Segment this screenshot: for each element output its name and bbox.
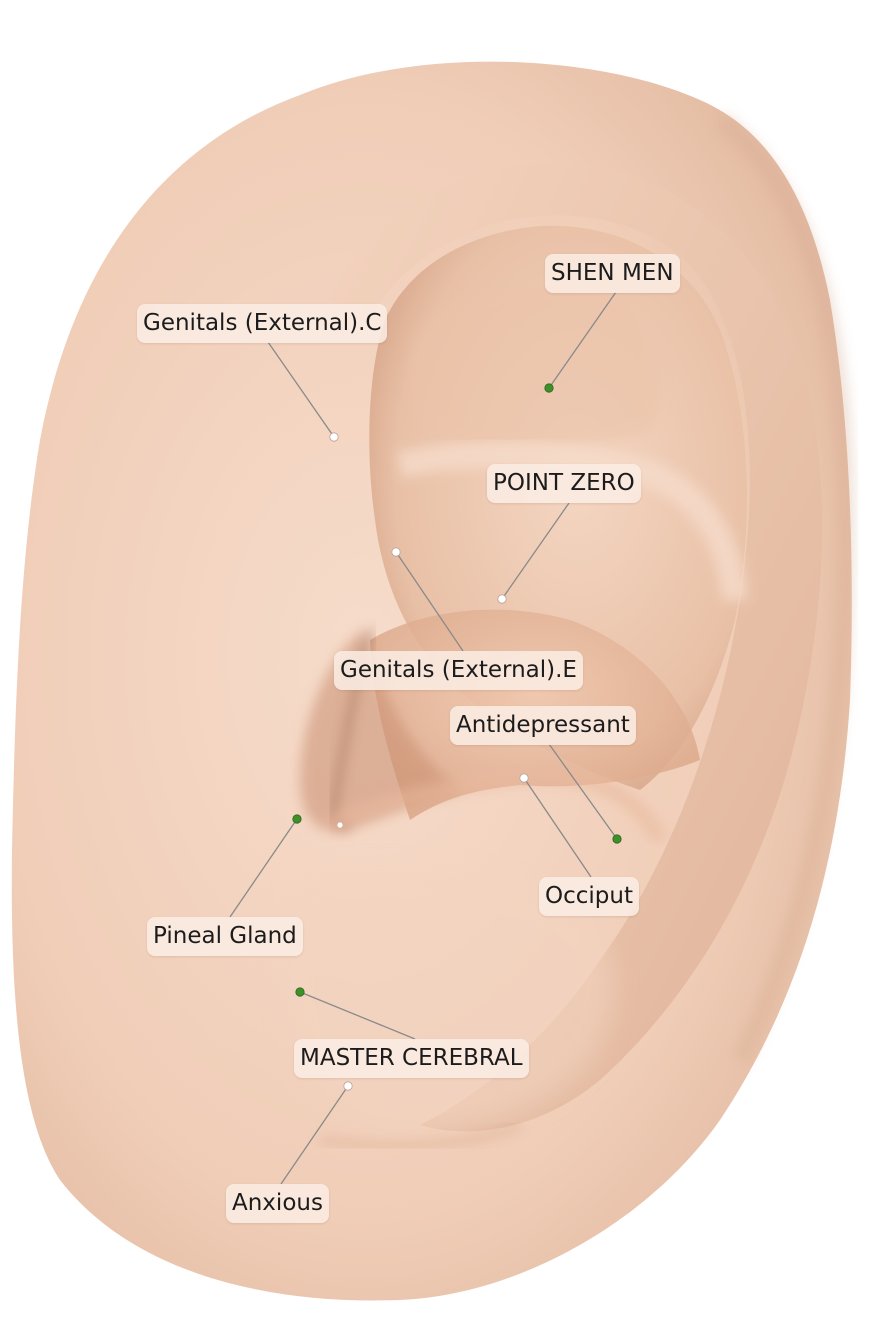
leader-lines xyxy=(229,291,618,1185)
leader-occiput xyxy=(523,777,592,878)
point-occiput xyxy=(519,773,529,783)
label-genitals-external-c: Genitals (External).C xyxy=(137,304,388,343)
label-point-zero: POINT ZERO xyxy=(487,464,641,503)
leader-point-zero xyxy=(501,502,570,600)
leader-pineal-gland xyxy=(229,818,298,918)
point-genitals-external-c xyxy=(329,432,339,442)
helix xyxy=(330,162,823,1132)
label-shen-men: SHEN MEN xyxy=(545,254,680,293)
leader-genitals-external-c xyxy=(267,341,335,438)
leader-anxious xyxy=(280,1085,349,1185)
leader-shen-men xyxy=(548,291,617,389)
label-pineal-gland: Pineal Gland xyxy=(147,917,303,956)
acupoint-dots xyxy=(292,383,622,1091)
point-master-cerebral xyxy=(295,987,305,997)
point-shen-men xyxy=(544,383,554,393)
point-pineal-gland xyxy=(292,814,302,824)
leader-antidepressant xyxy=(548,743,618,840)
point-marker-tragus xyxy=(337,822,343,828)
point-antidepressant xyxy=(612,834,622,844)
label-genitals-external-e: Genitals (External).E xyxy=(334,651,583,690)
label-occiput: Occiput xyxy=(539,877,639,916)
label-anxious: Anxious xyxy=(226,1184,329,1223)
point-point-zero xyxy=(497,594,507,604)
label-master-cerebral: MASTER CEREBRAL xyxy=(294,1039,529,1078)
leader-master-cerebral xyxy=(299,991,416,1040)
leader-genitals-external-e xyxy=(395,551,464,652)
point-anxious xyxy=(343,1081,353,1091)
point-genitals-external-e xyxy=(391,547,401,557)
label-antidepressant: Antidepressant xyxy=(450,706,636,745)
